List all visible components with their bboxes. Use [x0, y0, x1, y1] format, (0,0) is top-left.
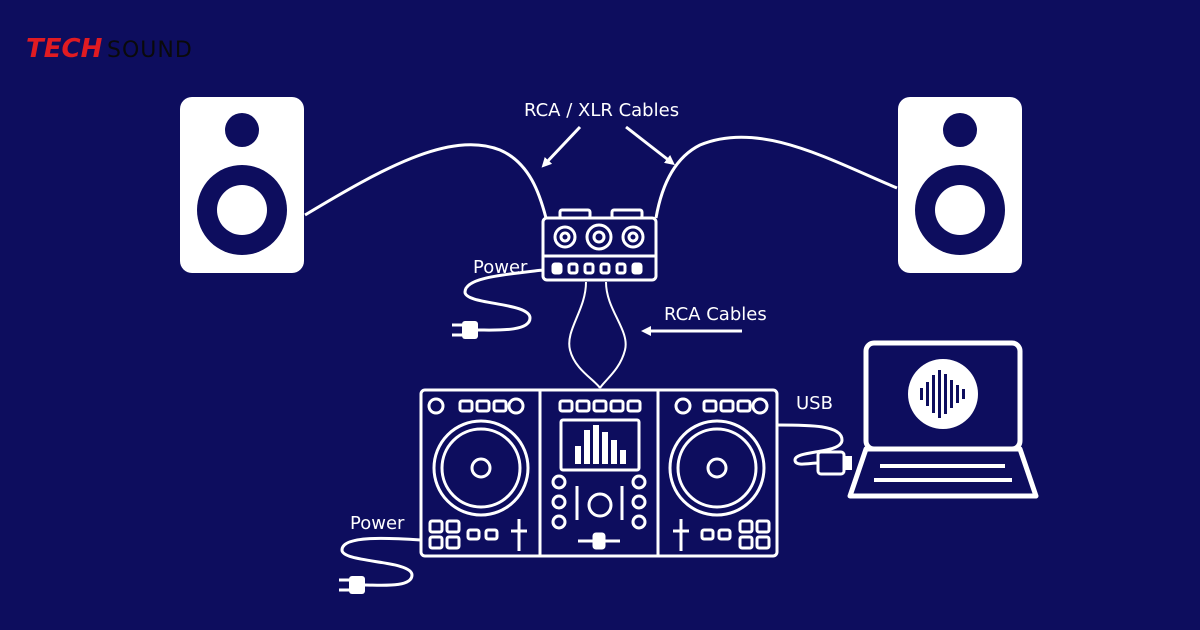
- rca-cable-1: [568, 281, 601, 389]
- label-rca-xlr-cables: RCA / XLR Cables: [524, 100, 679, 121]
- cable-right: [654, 135, 898, 219]
- level-meter-icon: [575, 425, 626, 464]
- label-rca-cables: RCA Cables: [664, 304, 767, 325]
- waveform-logo-icon: [920, 370, 965, 418]
- audio-interface-icon: [541, 208, 658, 282]
- power-cable-bottom: [340, 536, 422, 587]
- usb-cable: [776, 423, 844, 466]
- logo-tech: TECH: [26, 34, 103, 64]
- arrow-icon-right: [625, 125, 675, 166]
- cable-left: [304, 143, 548, 219]
- arrow-icon-left: [541, 125, 582, 168]
- logo-sound: SOUND: [107, 38, 193, 63]
- speaker-left-icon: [180, 97, 304, 273]
- laptop-icon: [847, 340, 1039, 499]
- power-plug-icon-bottom: [339, 576, 365, 594]
- speaker-right-icon: [898, 97, 1022, 273]
- label-usb: USB: [796, 393, 833, 414]
- usb-plug-icon: [816, 450, 852, 476]
- rca-cable-2: [599, 281, 627, 389]
- dj-controller-icon: [419, 388, 779, 558]
- label-power-bottom: Power: [350, 513, 405, 534]
- brand-logo: TECH SOUND: [26, 34, 193, 64]
- power-cable-top: [463, 268, 544, 332]
- power-plug-icon-top: [452, 321, 478, 339]
